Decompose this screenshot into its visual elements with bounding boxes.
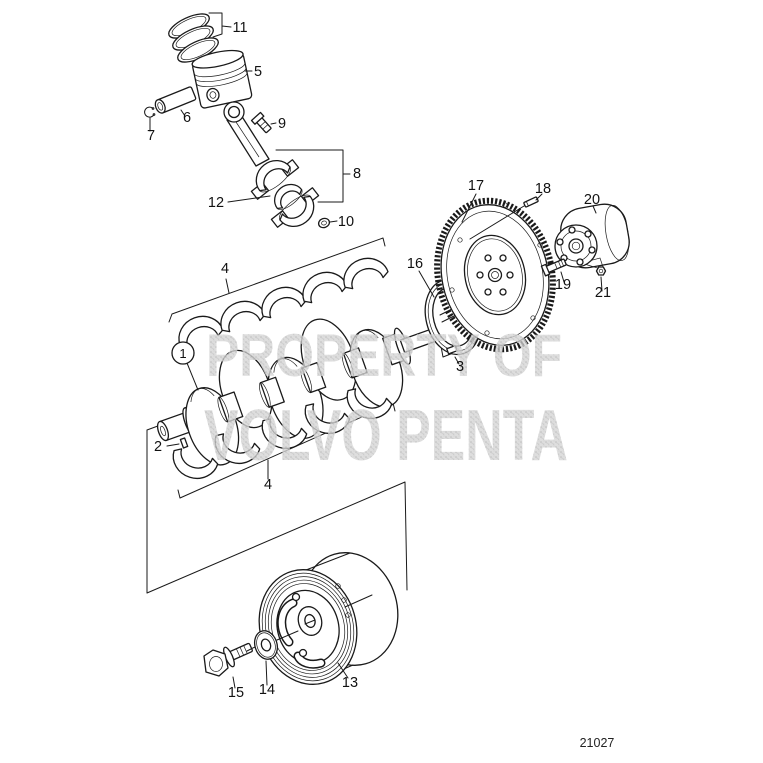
callout-8: 8 <box>353 166 361 182</box>
watermark: PROPERTY OF VOLVO PENTA <box>204 322 568 476</box>
drawing-number: 21027 <box>580 736 615 750</box>
bracket-callout-11 <box>208 12 232 38</box>
callout-14: 14 <box>259 682 275 698</box>
callout-6: 6 <box>183 110 191 126</box>
callout-2: 2 <box>154 439 162 455</box>
bracket-callout-4-bottom <box>177 402 396 499</box>
callout-9: 9 <box>278 116 286 132</box>
bracket-callout-4-top <box>168 237 386 323</box>
callout-17: 17 <box>468 178 484 194</box>
big-end-bearing-shell-drawing <box>268 178 306 214</box>
callout-5: 5 <box>254 64 262 80</box>
callout-13: 13 <box>342 675 358 691</box>
bolt-15-drawing <box>203 642 253 677</box>
rod-nut-drawing <box>317 217 331 229</box>
pulley-drawing <box>258 552 399 685</box>
callout-16: 16 <box>407 256 423 272</box>
assembly-centerline <box>246 594 373 652</box>
callout-7: 7 <box>147 128 155 144</box>
callout-labels: 11 5 6 7 9 8 12 10 4 1 16 3 2 4 17 18 20… <box>147 20 611 701</box>
watermark-line-2: VOLVO PENTA <box>204 396 568 476</box>
callout-3: 3 <box>456 359 464 375</box>
callout-21: 21 <box>595 285 611 301</box>
piston-ring-kit-drawing <box>168 13 219 63</box>
rod-bolt-drawing <box>250 111 272 134</box>
callout-1: 1 <box>179 346 186 361</box>
callout-11: 11 <box>232 20 247 36</box>
callout-19: 19 <box>555 277 571 293</box>
nut-21-drawing <box>595 266 607 276</box>
callout-4-bottom: 4 <box>264 477 272 493</box>
callout-10: 10 <box>338 214 354 230</box>
leader-lines <box>149 70 603 689</box>
watermark-line-1: PROPERTY OF <box>206 322 562 389</box>
washer-drawing <box>253 630 279 660</box>
thrust-washer-drawing <box>446 344 458 355</box>
callout-20: 20 <box>584 192 600 208</box>
key-drawing <box>179 437 189 449</box>
callout-15: 15 <box>228 685 244 701</box>
flywheel-drawing <box>434 197 556 353</box>
coupling-drawing <box>554 203 630 271</box>
piston-pin-drawing <box>154 86 197 114</box>
connecting-rod-drawing <box>223 101 300 200</box>
callout-12: 12 <box>208 195 224 211</box>
rod-cap-drawing <box>270 187 322 235</box>
circlip-drawing <box>144 106 156 118</box>
piston-drawing <box>191 49 253 109</box>
callout-18: 18 <box>535 181 551 197</box>
callout-1-circle <box>171 341 195 365</box>
dowel-pin-drawing <box>523 196 539 208</box>
bracket-callout-8 <box>275 149 351 203</box>
callout-4-top: 4 <box>221 261 229 277</box>
bolt-19-drawing <box>540 258 567 277</box>
